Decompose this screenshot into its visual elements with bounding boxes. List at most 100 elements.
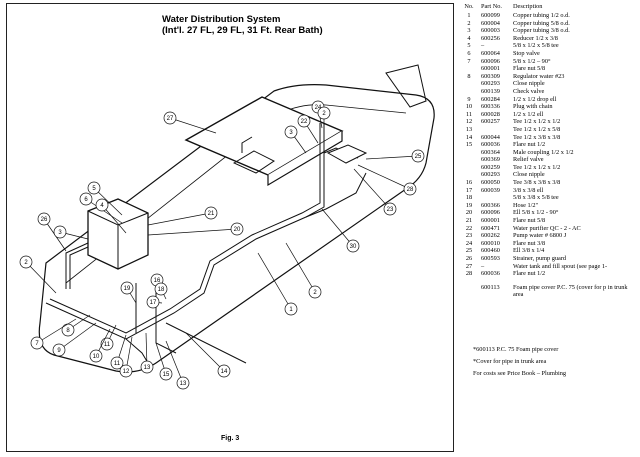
row-description: Plug with chain (513, 103, 553, 111)
row-description: Tee 1/2 x 1/2 x 1/2 (513, 118, 561, 126)
row-part-no: 600336 (481, 103, 500, 111)
row-part-no: – (481, 42, 485, 50)
svg-text:16: 16 (154, 278, 161, 284)
svg-text:11: 11 (114, 361, 121, 367)
row-no: 9 (467, 95, 471, 103)
row-no: 6 (467, 49, 471, 57)
row-description: 1/2 x 1/2 drop ell (513, 95, 557, 103)
svg-text:6: 6 (84, 197, 88, 203)
row-part-no: 600256 (481, 34, 500, 42)
row-part-no: 600262 (481, 232, 500, 240)
row-no: 17 (465, 186, 473, 194)
header-no: No. (464, 3, 474, 10)
row-description: 5/8 x 1/2 x 5/8 tee (513, 42, 559, 50)
row-description: Tee 1/2 x 3/8 x 3/8 (513, 133, 561, 141)
row-part-no: 600369 (481, 156, 500, 164)
svg-text:24: 24 (315, 105, 322, 111)
row-no: 23 (465, 232, 473, 240)
callouts (19, 100, 425, 390)
trailer-outline (38, 84, 435, 373)
header-description: Description (513, 3, 543, 10)
svg-text:2: 2 (322, 111, 326, 117)
row-description: 3/8 x 3/8 ell (513, 186, 544, 194)
row-part-no (481, 194, 513, 202)
figure-caption: Fig. 3 (221, 435, 240, 442)
table-row-extra: 600113 Foam pipe cover P.C. 75 (cover fo… (461, 284, 638, 299)
svg-text:4: 4 (100, 203, 104, 209)
svg-text:15: 15 (163, 372, 170, 378)
callout-numbers: 2 26 3 5 6 4 21 20 8 7 9 11 10 11 12 13 … (24, 105, 422, 387)
row-part-no: 600593 (481, 255, 500, 262)
row-part-no: 600036 (481, 270, 500, 278)
row-part-no: 600257 (481, 118, 500, 126)
row-part-no: 600460 (481, 247, 500, 255)
row-description: Pump water # 6800 J (513, 232, 567, 240)
row-no: 18 (465, 194, 473, 202)
row-no (461, 88, 477, 96)
table-row: 23 600262 Pump water # 6800 J (461, 232, 638, 240)
figure-title: Water Distribution System (Int'l. 27 FL,… (162, 14, 422, 36)
row-description: 5/8 x 1/2 – 90° (513, 57, 551, 65)
row-description: Check valve (513, 87, 545, 95)
row-description: Ell 5/8 x 1/2 - 90° (513, 209, 559, 217)
row-description: Tee 1/2 x 1/2 x 1/2 (513, 163, 561, 171)
row-no: 14 (465, 133, 473, 141)
svg-text:8: 8 (66, 328, 70, 334)
row-no: 28 (465, 270, 473, 278)
row-part-no: 600471 (481, 224, 500, 232)
row-part-no: 600096 (481, 209, 500, 217)
row-no (461, 80, 477, 88)
water-distribution-diagram: 2 26 3 5 6 4 21 20 8 7 9 11 10 11 12 13 … (19, 64, 435, 390)
row-no: 13 (465, 125, 473, 133)
row-description: Tee 3/8 x 3/8 x 3/8 (513, 179, 561, 187)
row-description: Male coupling 1/2 x 1/2 (513, 148, 574, 156)
svg-text:10: 10 (93, 354, 100, 360)
row-part-no: 600036 (481, 141, 500, 149)
row-description: Flare nut 1/2 (513, 141, 546, 149)
row-part-no: 600259 (481, 163, 500, 171)
rear-corner (385, 64, 427, 108)
row-description: Flare nut 3/8 (513, 239, 546, 247)
row-part-no: 600293 (481, 171, 500, 179)
row-description: 5/8 x 3/8 x 5/8 tee (513, 194, 559, 202)
row-no: 5 (467, 42, 471, 50)
row-no: 10 (465, 103, 473, 111)
row-part-no: 600099 (481, 12, 500, 19)
row-description: Tee 1/2 x 1/2 x 5/8 (513, 125, 561, 133)
svg-text:20: 20 (234, 227, 241, 233)
row-no: 1 (467, 12, 471, 19)
row-description: Strainer, pump guard (513, 255, 567, 262)
svg-text:13: 13 (144, 365, 151, 371)
row-description: Copper tubing 5/8 o.d. (513, 19, 570, 27)
svg-text:28: 28 (407, 187, 414, 193)
row-description: Water tank and fill spout (see page 1- (513, 262, 608, 270)
row-description: 1/2 x 1/2 ell (513, 110, 544, 118)
row-no (461, 284, 477, 299)
row-no: 26 (465, 255, 473, 262)
row-description: Stop valve (513, 49, 540, 57)
row-no: 19 (465, 201, 473, 209)
row-no: 8 (467, 72, 471, 80)
svg-text:13: 13 (180, 381, 187, 387)
svg-text:12: 12 (123, 369, 130, 375)
footnotes: *600113 P.C. 75 Foam pipe cover *Cover f… (473, 346, 638, 382)
svg-text:30: 30 (350, 244, 357, 250)
tank-fill-spout (232, 136, 275, 174)
row-no: 7 (467, 57, 471, 65)
